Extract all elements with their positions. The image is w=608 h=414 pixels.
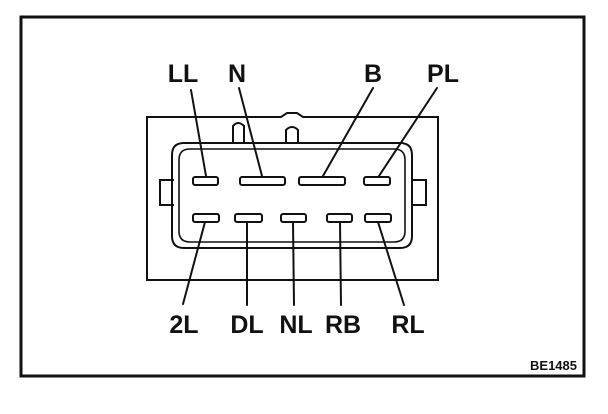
pin-label-rb: RB (325, 311, 361, 339)
leader-2l (182, 221, 206, 305)
leader-lines (182, 87, 438, 306)
pin-label-pl: PL (427, 60, 459, 88)
pin-slot-pl (363, 176, 391, 186)
pin-labels: LL N B PL 2L DL NL RB RL (168, 60, 459, 339)
leader-n (238, 87, 263, 177)
pin-slot-b (298, 176, 346, 186)
pin-label-ll: LL (168, 60, 199, 88)
pin-label-n: N (228, 60, 246, 88)
pin-slot-ll (192, 176, 219, 186)
leader-rb (339, 221, 342, 306)
pin-slot-rb (326, 213, 353, 223)
pin-slot-n (239, 176, 286, 186)
pin-label-b: B (364, 60, 382, 88)
leader-nl (292, 221, 295, 306)
pin-slot-rl (364, 213, 392, 223)
leader-pl (378, 87, 438, 177)
leader-ll (190, 89, 207, 177)
pin-label-dl: DL (230, 311, 263, 339)
pin-label-nl: NL (279, 311, 312, 339)
pin-slot-nl (280, 213, 307, 223)
pin-slots (192, 176, 392, 223)
figure-code: BE1485 (530, 358, 577, 373)
connector-housing (146, 112, 439, 281)
leader-rl (377, 221, 405, 306)
pin-label-rl: RL (391, 311, 424, 339)
pin-slot-dl (234, 213, 263, 223)
pin-label-2l: 2L (169, 311, 198, 339)
figure-border (19, 15, 586, 378)
leader-b (322, 87, 374, 177)
pin-slot-2l (192, 213, 220, 223)
